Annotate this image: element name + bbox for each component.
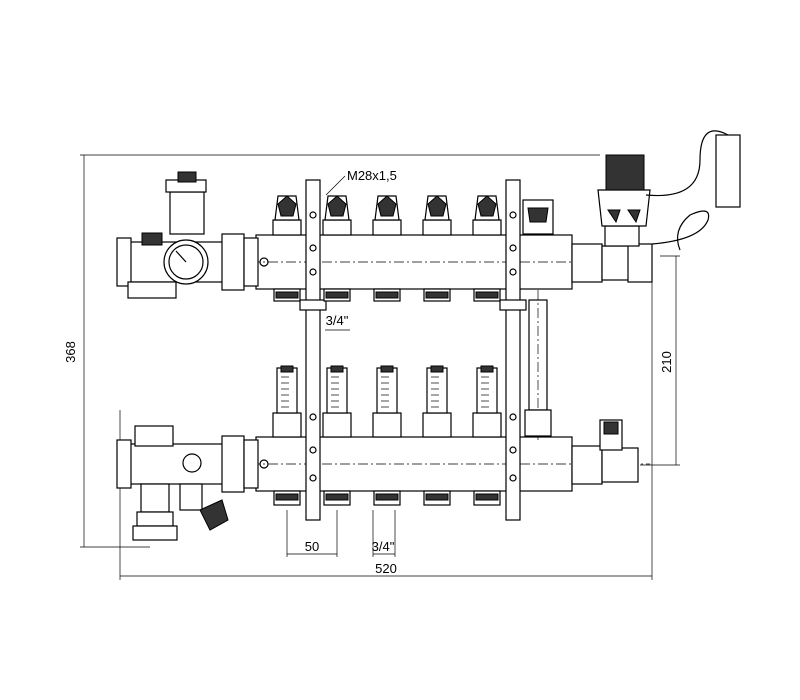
valve-cap-grip [377, 195, 397, 217]
outlet-nut-bottom-band [325, 493, 349, 501]
fill-drain-assembly [116, 425, 259, 541]
flow-meter-top [380, 365, 394, 373]
dim-outlet-pitch: 50 [305, 539, 319, 554]
mounting-brackets [299, 179, 527, 521]
flow-meter [276, 367, 298, 414]
dim-vertical-spacing: 210 [659, 351, 674, 373]
dim-overall-width: 520 [375, 561, 397, 576]
valve-cap-base [272, 219, 302, 236]
flow-meter [476, 367, 498, 414]
flow-meters [272, 365, 502, 438]
valve-cap-base [372, 219, 402, 236]
return-fitting-assembly [571, 419, 639, 485]
dim-outlet-thread-top: 3/4" [326, 313, 349, 328]
flow-meter [376, 367, 398, 414]
outlet-nut-top-band [425, 291, 449, 299]
dim-valve-thread: M28x1,5 [347, 168, 397, 183]
outlet-nut-top-band [375, 291, 399, 299]
pressure-gauge-assembly [116, 171, 259, 299]
flow-meter-top [430, 365, 444, 373]
dimension-labels: 368 520 210 50 3/4" 3/4" M28x1,5 [63, 168, 674, 576]
dimension-lines [80, 154, 680, 580]
outlet-nut-bottom-band [425, 493, 449, 501]
actuator-assembly [571, 130, 741, 283]
flow-meter-base [422, 412, 452, 438]
flow-meter-base [272, 412, 302, 438]
flow-meter-base [472, 412, 502, 438]
outlet-nut-top-band [475, 291, 499, 299]
valve-cap-base [322, 219, 352, 236]
actuator-plug [715, 134, 741, 208]
valve-cap-grip [477, 195, 497, 217]
valve-caps [272, 195, 502, 236]
outlet-fittings [273, 288, 501, 506]
valve-cap-grip [327, 195, 347, 217]
outlet-nut-bottom-band [475, 493, 499, 501]
outlet-nut-top-band [275, 291, 299, 299]
flow-meter [426, 367, 448, 414]
flow-meter-base [322, 412, 352, 438]
valve-cap-grip [427, 195, 447, 217]
bypass-pipe [522, 199, 554, 440]
drain-valve [132, 525, 178, 541]
flow-meter-top [330, 365, 344, 373]
valve-cap-base [472, 219, 502, 236]
flow-meter-top [480, 365, 494, 373]
flow-meter-top [280, 365, 294, 373]
dim-outlet-thread-bottom: 3/4" [372, 539, 395, 554]
thermal-actuator [597, 189, 651, 227]
flow-meter [326, 367, 348, 414]
outlet-nut-bottom-band [375, 493, 399, 501]
outlet-nut-bottom-band [275, 493, 299, 501]
valve-cap-base [422, 219, 452, 236]
flow-meter-base [372, 412, 402, 438]
outlet-nut-top-band [325, 291, 349, 299]
dim-overall-height: 368 [63, 341, 78, 363]
valve-cap-grip [277, 195, 297, 217]
